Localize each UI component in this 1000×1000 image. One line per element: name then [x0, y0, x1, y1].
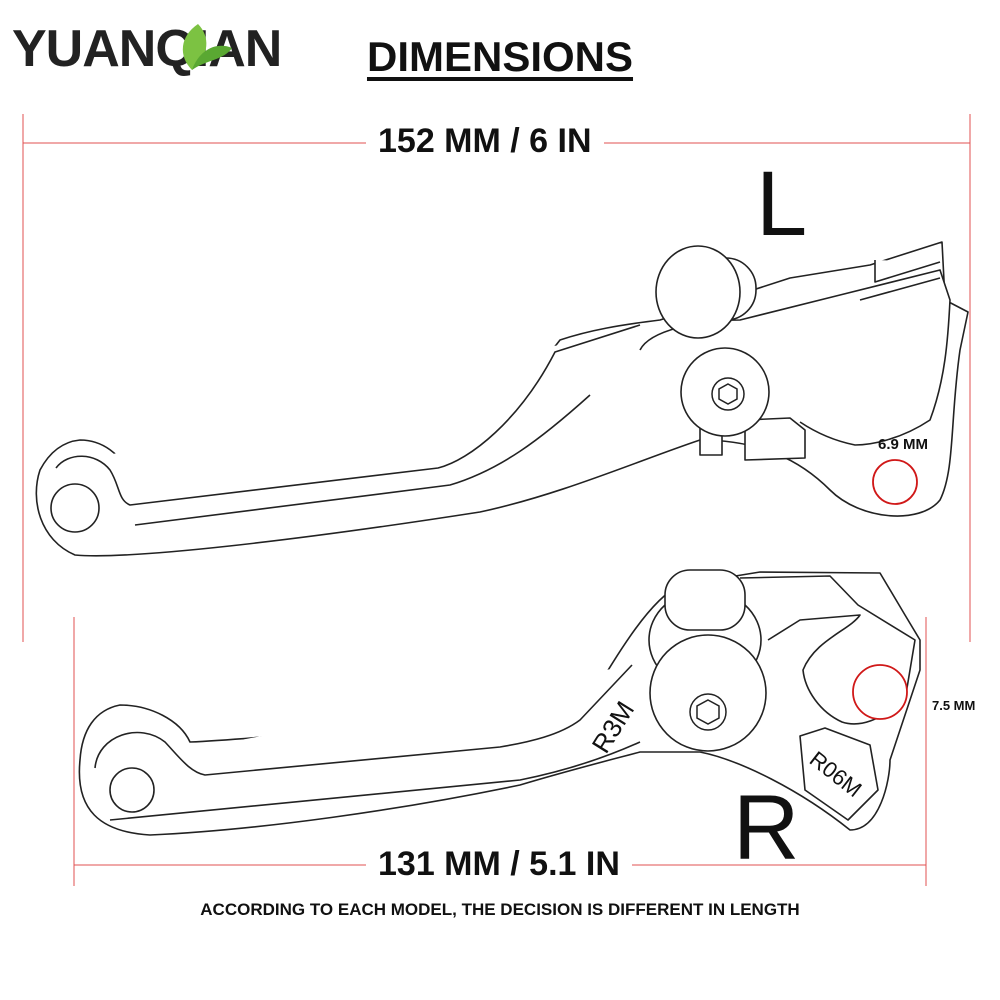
right-length-label: 131 MM / 5.1 IN	[366, 845, 632, 884]
logo-text: YUANQIAN	[12, 20, 281, 78]
hex-socket-icon	[711, 377, 745, 411]
page-title: DIMENSIONS	[366, 33, 634, 80]
hex-socket-icon	[689, 693, 727, 731]
left-side-letter: L	[756, 153, 808, 255]
right-side-letter: R	[733, 777, 800, 879]
left-lever-drawing	[35, 241, 969, 557]
left-hole-ring	[872, 459, 918, 505]
right-hole-ring	[852, 664, 908, 720]
logo-mark: YUANQIAN	[12, 20, 282, 78]
left-length-label: 152 MM / 6 IN	[366, 122, 604, 161]
brand-logo: YUANQIAN	[10, 8, 310, 78]
footer-note: ACCORDING TO EACH MODEL, THE DECISION IS…	[200, 900, 800, 919]
leaf-icon	[182, 24, 232, 70]
right-hole-label: 7.5 MM	[932, 698, 976, 713]
left-hole-label: 6.9 MM	[878, 436, 929, 453]
right-lever-drawing	[78, 569, 921, 836]
